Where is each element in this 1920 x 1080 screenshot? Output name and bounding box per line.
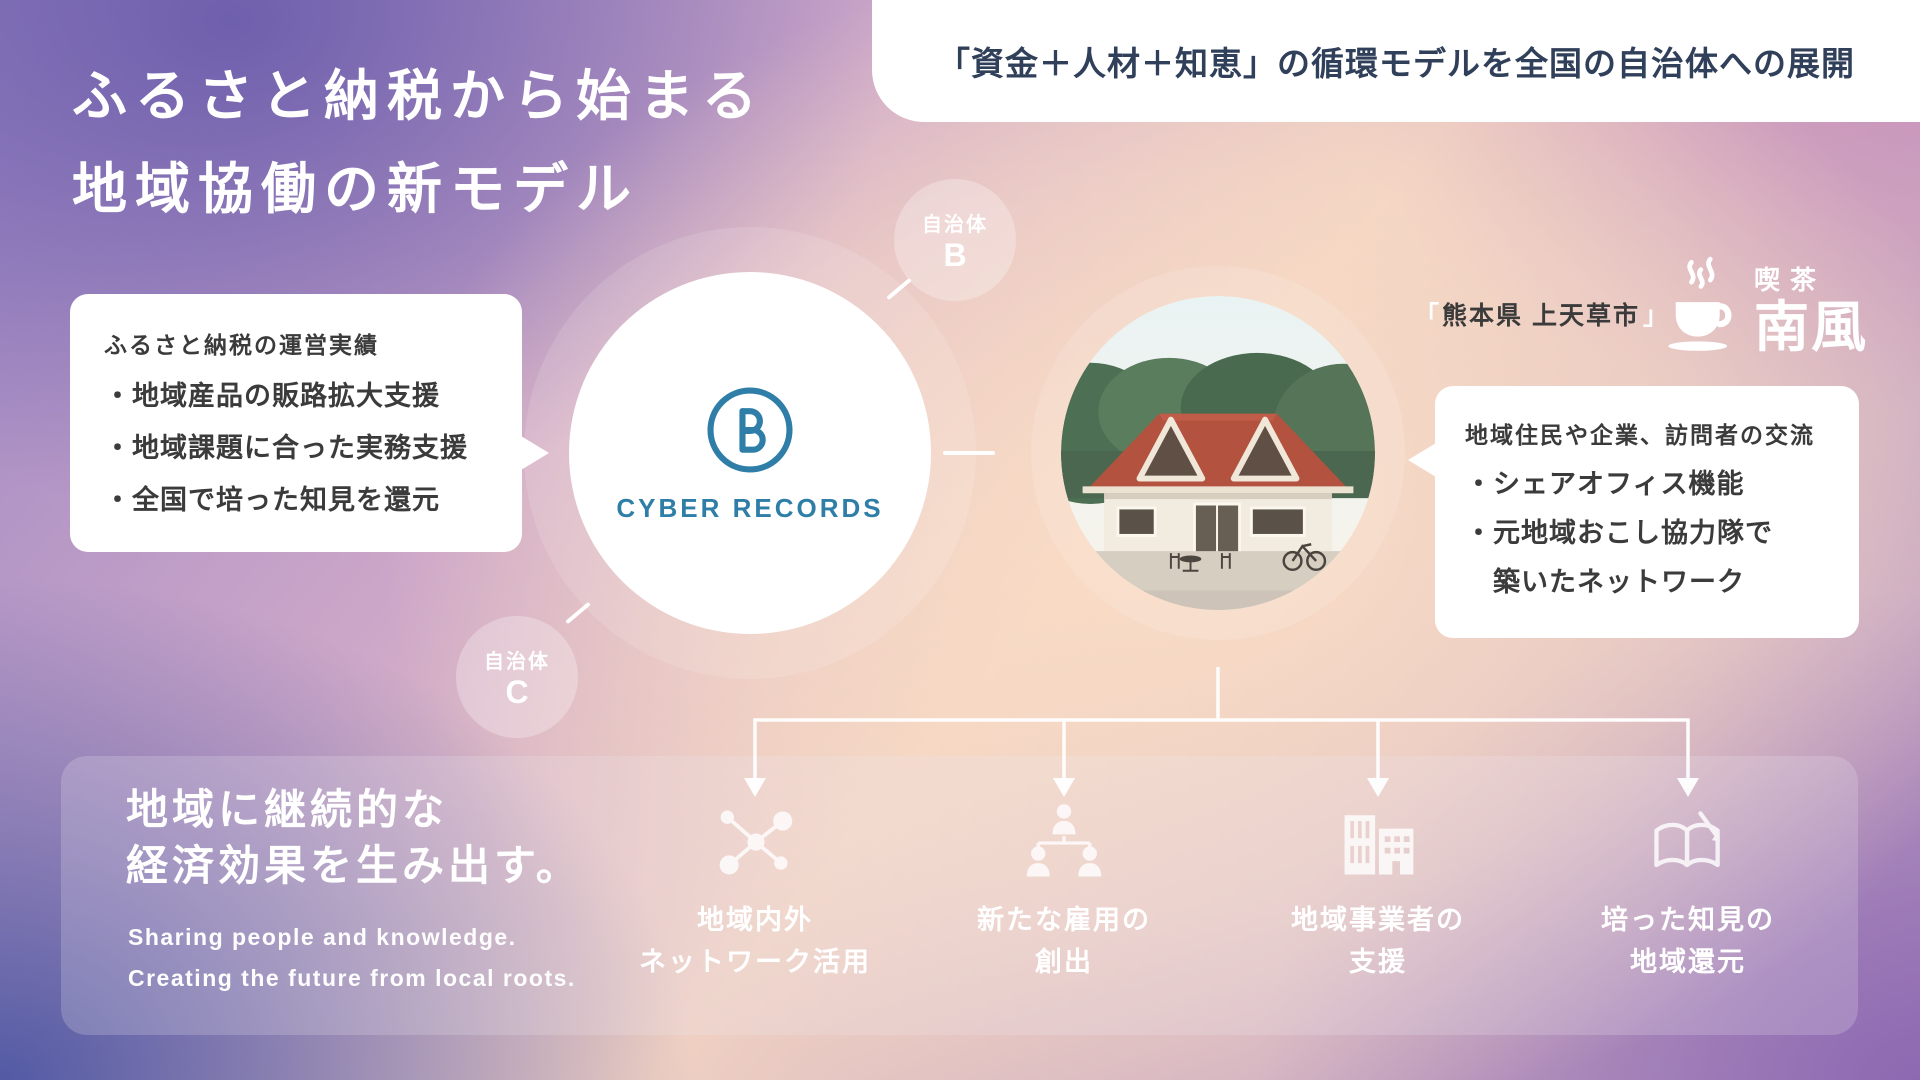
location-open-bracket: 「 [1414, 302, 1440, 330]
location-name: 熊本県 上天草市 [1442, 302, 1640, 330]
cafe-logo: 喫茶 南風 [1662, 256, 1868, 366]
org-chart-people-icon [1021, 797, 1107, 889]
outcome-item-business-support: 地域事業者の 支援 [1218, 797, 1538, 983]
right-card-bullet: ・元地域おこし協力隊で [1465, 518, 1773, 548]
right-card-header: 地域住民や企業、訪問者の交流 [1465, 422, 1815, 448]
cafe-photo [1061, 296, 1375, 610]
municipality-b-circle: 自治体 B [894, 179, 1016, 301]
left-card-bullet: ・地域課題に合った実務支援 [104, 433, 468, 463]
municipality-c-label: 自治体 [484, 650, 550, 673]
connector-dash-c [565, 601, 591, 625]
cafe-name-small: 喫茶 [1754, 265, 1827, 295]
network-icon [712, 797, 798, 889]
coffee-cup-icon [1668, 256, 1732, 351]
cafe-name: 喫茶 南風 [1754, 260, 1868, 366]
municipality-b-label: 自治体 [922, 213, 988, 236]
outcome-label: 新たな雇用の 創出 [977, 905, 1151, 977]
top-banner: 「資金＋人材＋知恵」の循環モデルを全国の自治体への展開 [872, 0, 1920, 122]
right-card: 地域住民や企業、訪問者の交流 ・シェアオフィス機能 ・元地域おこし協力隊で 築い… [1408, 386, 1859, 638]
book-pen-icon [1645, 797, 1731, 889]
left-card-bullet: ・地域産品の販路拡大支援 [104, 381, 440, 411]
page-title-line1: ふるさと納税から始まる [72, 65, 766, 127]
cafe-photo-circle [1061, 296, 1375, 610]
buildings-icon [1335, 797, 1421, 889]
flow-arrows [744, 667, 1699, 797]
outcome-label: 培った知見の 地域還元 [1601, 905, 1775, 977]
bottom-heading-line1: 地域に継続的な [126, 786, 449, 833]
left-card-bullet: ・全国で培った知見を還元 [104, 485, 440, 515]
connector-dash-center [943, 451, 995, 455]
cafe-name-large: 南風 [1754, 296, 1869, 358]
outcome-label: 地域内外 ネットワーク活用 [639, 905, 871, 977]
cyber-records-logo-icon [707, 386, 793, 473]
right-card-bullet: ・シェアオフィス機能 [1465, 469, 1745, 499]
page-title-line2: 地域協働の新モデル [72, 158, 640, 220]
bottom-subtext: Sharing people and knowledge. Creating t… [128, 917, 576, 999]
cyber-records-logo-text: CYBER RECORDS [616, 492, 884, 523]
outcome-label: 地域事業者の 支援 [1291, 905, 1465, 977]
left-card: ふるさと納税の運営実績 ・地域産品の販路拡大支援 ・地域課題に合った実務支援 ・… [70, 294, 549, 552]
outcome-item-network: 地域内外 ネットワーク活用 [595, 797, 915, 983]
top-banner-text: 「資金＋人材＋知恵」の循環モデルを全国の自治体への展開 [937, 45, 1855, 82]
municipality-c-letter: C [505, 673, 529, 710]
location-label: 「 熊本県 上天草市 」 [1414, 296, 1668, 332]
left-card-header: ふるさと納税の運営実績 [104, 332, 379, 358]
municipality-c-circle: 自治体 C [456, 616, 578, 738]
bottom-subtext-line2: Creating the future from local roots. [128, 965, 576, 991]
municipality-b-letter: B [943, 236, 967, 273]
outcome-item-knowledge: 培った知見の 地域還元 [1528, 797, 1848, 983]
location-close-bracket: 」 [1642, 302, 1668, 330]
page-title: ふるさと納税から始まる 地域協働の新モデル [72, 50, 765, 236]
bottom-panel [61, 756, 1858, 1035]
bottom-heading-line2: 経済効果を生み出す。 [126, 842, 582, 889]
right-card-bullet: 築いたネットワーク [1465, 567, 1745, 597]
outcome-item-employment: 新たな雇用の 創出 [904, 797, 1224, 983]
bottom-heading: 地域に継続的な 経済効果を生み出す。 [126, 782, 582, 894]
bottom-subtext-line1: Sharing people and knowledge. [128, 924, 517, 950]
cyber-records-circle: CYBER RECORDS [569, 272, 931, 634]
